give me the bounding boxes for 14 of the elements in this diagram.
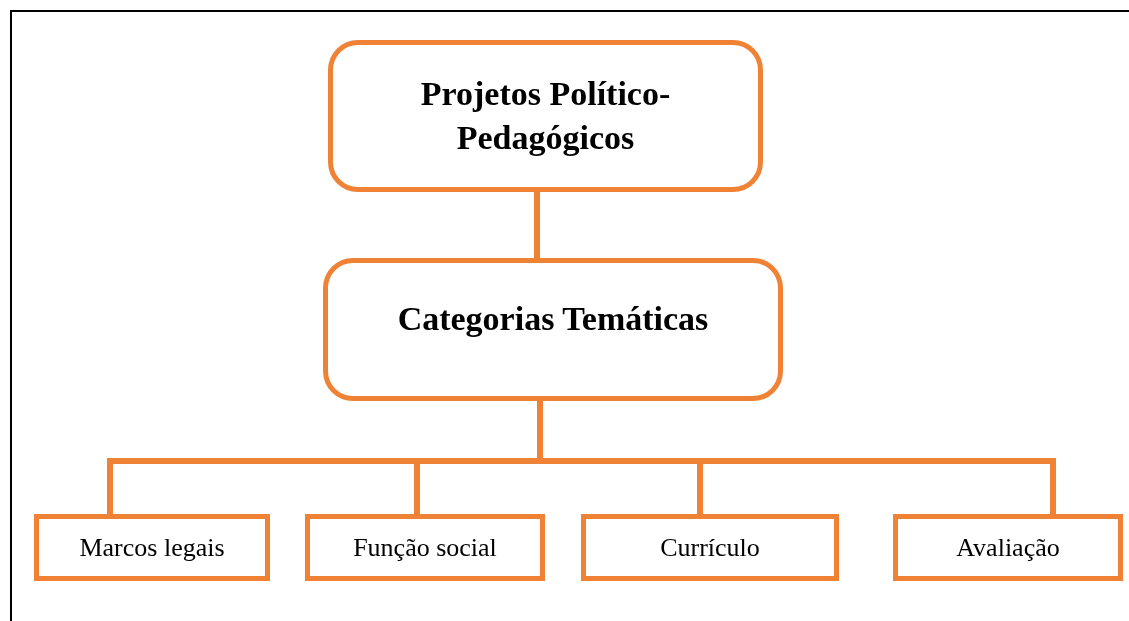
box-label: Avaliação [956, 531, 1060, 564]
rounded-box [323, 258, 783, 401]
category-box [581, 514, 839, 581]
category-box [305, 514, 545, 581]
connector-line [534, 192, 540, 258]
rounded-box [328, 40, 763, 192]
box-label: Categorias Temáticas [397, 299, 709, 339]
category-box [893, 514, 1123, 581]
box-label: Função social [353, 531, 497, 564]
connector-line [537, 401, 1056, 514]
box-label: Currículo [660, 531, 760, 564]
box-label: Marcos legais [79, 531, 225, 564]
category-box [34, 514, 270, 581]
box-label: Projetos Político-Pedagógicos [419, 73, 672, 158]
